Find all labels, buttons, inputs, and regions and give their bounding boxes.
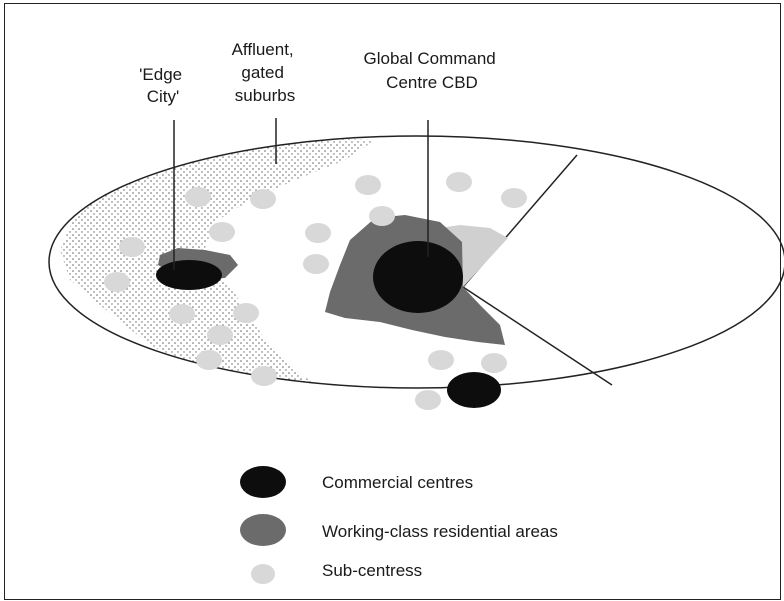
city-boundary-ellipse xyxy=(48,135,784,389)
sub-centre xyxy=(185,187,211,207)
sub-centre xyxy=(303,254,329,274)
sub-centre xyxy=(169,304,195,324)
label-edge-city: 'Edge City' xyxy=(139,65,187,106)
sub-centre xyxy=(207,325,233,345)
sub-centre xyxy=(501,188,527,208)
label-affluent-line2: gated xyxy=(241,63,284,82)
label-affluent-line1: Affluent, xyxy=(232,40,294,59)
legend-commercial-label: Commercial centres xyxy=(322,473,473,492)
sub-centre xyxy=(251,366,277,386)
sub-centre xyxy=(305,223,331,243)
sector-line-lower xyxy=(462,286,613,386)
legend-commercial-swatch xyxy=(240,466,286,498)
label-cbd-line2: Centre CBD xyxy=(386,73,478,92)
sub-centres xyxy=(104,172,527,410)
affluent-suburbs-zone xyxy=(60,138,375,388)
sub-centre xyxy=(428,350,454,370)
legend-working-class-swatch xyxy=(240,514,286,546)
label-affluent-suburbs: Affluent, gated suburbs xyxy=(232,40,299,105)
sub-centre xyxy=(196,350,222,370)
sub-centre xyxy=(233,303,259,323)
legend-sub-centre-label: Sub-centress xyxy=(322,561,422,580)
sub-centre xyxy=(355,175,381,195)
figure-frame xyxy=(4,3,781,600)
label-cbd-line1: Global Command xyxy=(363,49,495,68)
label-affluent-line3: suburbs xyxy=(235,86,295,105)
commercial-centre-edge-city xyxy=(156,260,222,290)
legend: Commercial centres Working-class residen… xyxy=(240,466,558,584)
sub-centre xyxy=(119,237,145,257)
sub-centre xyxy=(209,222,235,242)
sub-centre xyxy=(446,172,472,192)
commercial-centre-south xyxy=(447,372,501,408)
sub-centre xyxy=(415,390,441,410)
label-edge-city-line2: City' xyxy=(147,87,180,106)
label-edge-city-line1: 'Edge xyxy=(139,65,182,84)
commercial-centre-cbd xyxy=(373,241,463,313)
sub-centre xyxy=(481,353,507,373)
legend-sub-centre-swatch xyxy=(251,564,275,584)
label-cbd: Global Command Centre CBD xyxy=(363,49,500,92)
sub-centre xyxy=(250,189,276,209)
sub-centre xyxy=(369,206,395,226)
legend-working-class-label: Working-class residential areas xyxy=(322,522,558,541)
sub-centre xyxy=(104,272,130,292)
